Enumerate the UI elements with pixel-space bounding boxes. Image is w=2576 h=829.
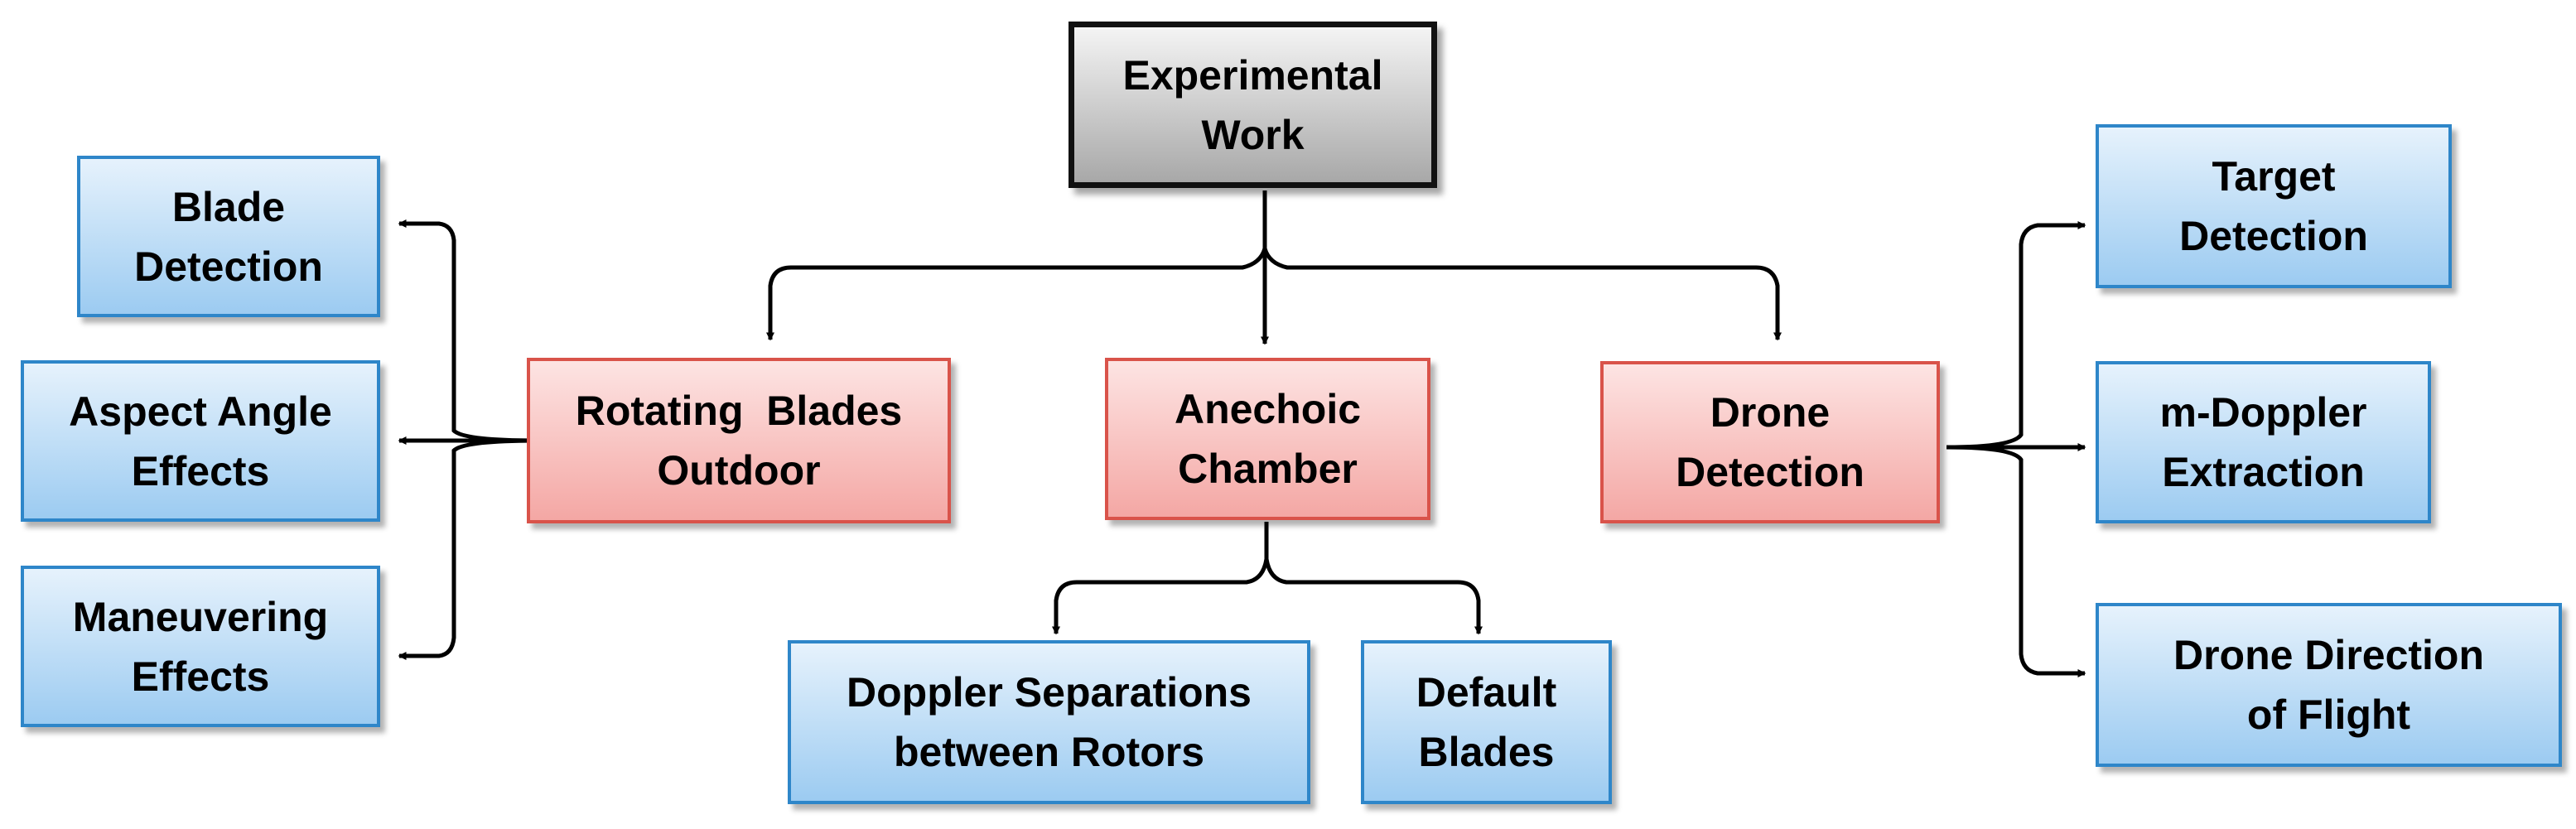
leaf-label-line2: between Rotors [893, 729, 1205, 775]
connector-anechoic-to-doppler [1052, 522, 1269, 635]
leaf-node-doppler-separations: Doppler Separations between Rotors [788, 640, 1310, 804]
connector-root-to-rotating-blades [766, 190, 1267, 341]
connector-root-to-drone-detection [1262, 190, 1782, 341]
connector-rotating-to-maneuvering [398, 438, 539, 660]
leaf-label-line1: Aspect Angle [69, 388, 332, 435]
leaf-node-aspect-angle-effects: Aspect Angle Effects [21, 360, 380, 522]
leaf-node-target-detection: Target Detection [2096, 124, 2452, 288]
leaf-node-blade-detection: Blade Detection [77, 156, 380, 317]
leaf-label-line2: Blades [1418, 729, 1555, 775]
branch-node-drone-detection: Drone Detection [1600, 361, 1940, 523]
root-node-experimental-work: Experimental Work [1069, 22, 1437, 188]
branch-label-line1: Rotating Blades [575, 388, 903, 434]
branch-label-line2: Detection [1676, 449, 1864, 495]
connector-rotating-to-blade-detection [398, 219, 539, 443]
leaf-label-line2: Effects [131, 653, 270, 700]
branch-label-line1: Anechoic [1174, 386, 1362, 432]
leaf-node-default-blades: Default Blades [1361, 640, 1612, 804]
leaf-label-line2: Detection [134, 243, 323, 290]
leaf-node-drone-direction-of-flight: Drone Direction of Flight [2096, 603, 2562, 767]
branch-label-line2: Outdoor [657, 447, 821, 494]
branch-label-line2: Chamber [1178, 446, 1358, 492]
leaf-label-line1: Default [1416, 669, 1557, 716]
root-node-line1: Experimental [1122, 51, 1383, 99]
leaf-node-maneuvering-effects: Maneuvering Effects [21, 566, 380, 727]
leaf-label-line1: Drone Direction [2173, 632, 2485, 678]
connector-drone-to-direction [1946, 445, 2086, 677]
connector-anechoic-to-default-blades [1264, 522, 1483, 635]
branch-node-anechoic-chamber: Anechoic Chamber [1105, 358, 1430, 520]
leaf-label-line1: m-Doppler [2159, 389, 2367, 436]
connector-drone-to-target [1946, 221, 2086, 450]
leaf-label-line1: Doppler Separations [847, 669, 1252, 716]
leaf-label-line2: Effects [131, 447, 270, 494]
leaf-label-line2: Detection [2179, 213, 2368, 259]
branch-node-rotating-blades-outdoor: Rotating Blades Outdoor [527, 358, 951, 523]
leaf-node-m-doppler-extraction: m-Doppler Extraction [2096, 361, 2431, 523]
leaf-label-line2: of Flight [2246, 692, 2411, 738]
leaf-label-line1: Maneuvering [72, 593, 329, 640]
root-node-line2: Work [1201, 111, 1305, 158]
leaf-label-line1: Blade [171, 183, 286, 230]
branch-label-line1: Drone [1710, 389, 1831, 436]
leaf-label-line2: Extraction [2162, 449, 2365, 495]
leaf-label-line1: Target [2212, 153, 2336, 200]
